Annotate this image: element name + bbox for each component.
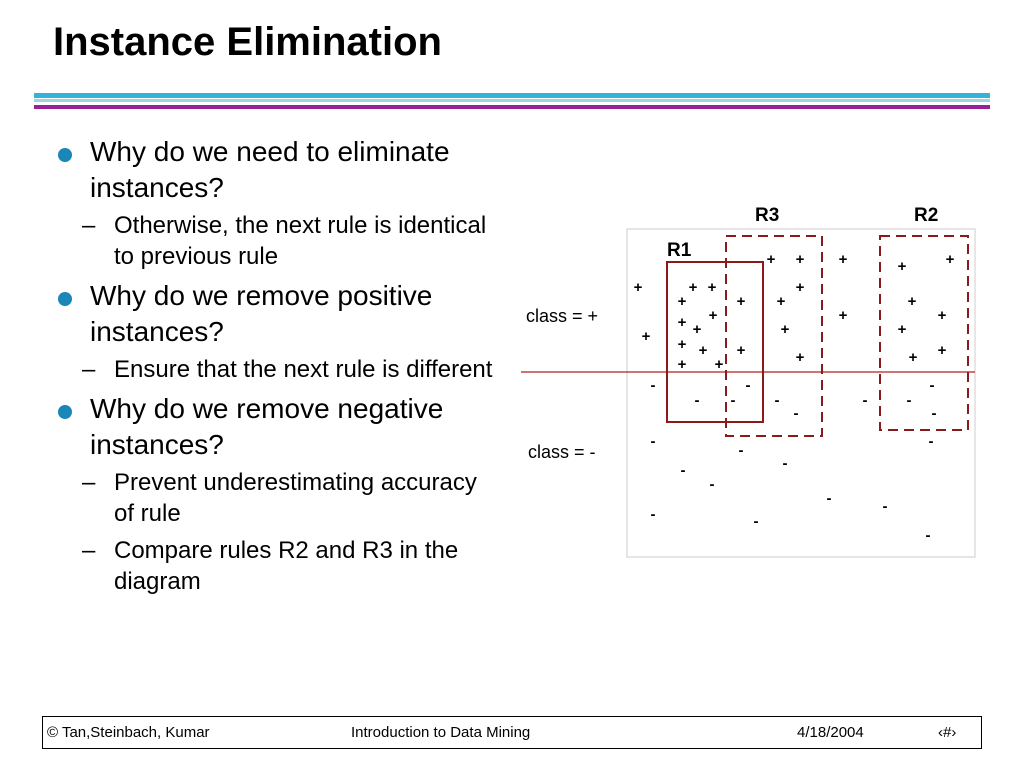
positive-instance: +: [777, 293, 786, 310]
negative-instance: -: [754, 513, 759, 530]
bullet-text: Why do we need to eliminate instances?: [90, 136, 450, 203]
diagram-frame: [626, 228, 976, 558]
bullet-item: Why do we remove negative instances?: [58, 391, 498, 463]
negative-instance: -: [739, 442, 744, 459]
negative-instance: -: [710, 476, 715, 493]
r3-label: R3: [755, 205, 779, 226]
positive-instance: +: [634, 279, 643, 296]
negative-instance: -: [651, 506, 656, 523]
sub-bullet-item: – Prevent underestimating accuracy of ru…: [26, 467, 498, 529]
r1-region: [666, 261, 764, 423]
title-rule-top: [34, 93, 990, 98]
negative-instance: -: [794, 405, 799, 422]
positive-instance: +: [796, 251, 805, 268]
dash-icon: –: [82, 469, 96, 496]
negative-instance: -: [926, 527, 931, 544]
positive-instance: +: [678, 336, 687, 353]
dash-icon: –: [82, 212, 96, 239]
instance-marks: +++++++++++++++++++++++++++++-----------…: [634, 251, 955, 544]
positive-instance: +: [708, 279, 717, 296]
r3-region: [725, 235, 823, 437]
positive-instance: +: [796, 349, 805, 366]
negative-instance: -: [827, 490, 832, 507]
positive-instance: +: [909, 349, 918, 366]
positive-instance: +: [898, 258, 907, 275]
slide-title: Instance Elimination: [53, 20, 442, 64]
positive-instance: +: [839, 251, 848, 268]
positive-instance: +: [737, 293, 746, 310]
class-negative-label: class = -: [528, 442, 596, 462]
sub-bullet-item: – Otherwise, the next rule is identical …: [26, 210, 498, 272]
bullet-list: Why do we need to eliminate instances? –…: [58, 134, 498, 603]
negative-instance: -: [932, 405, 937, 422]
dash-icon: –: [82, 537, 96, 564]
r1-label: R1: [667, 240, 692, 261]
sub-bullet-text: Prevent underestimating accuracy of rule: [114, 469, 477, 527]
r2-label: R2: [914, 205, 938, 226]
positive-instance: +: [678, 314, 687, 331]
negative-instance: -: [731, 392, 736, 409]
negative-instance: -: [695, 392, 700, 409]
positive-instance: +: [709, 307, 718, 324]
negative-instance: -: [651, 377, 656, 394]
bullet-dot-icon: [58, 148, 72, 162]
bullet-item: Why do we remove positive instances?: [58, 278, 498, 350]
positive-instance: +: [678, 293, 687, 310]
sub-bullet-text: Compare rules R2 and R3 in the diagram: [114, 537, 459, 595]
negative-instance: -: [783, 455, 788, 472]
footer: © Tan,Steinbach, Kumar Introduction to D…: [42, 716, 982, 749]
sub-bullet-item: – Ensure that the next rule is different: [26, 354, 498, 385]
footer-date: 4/18/2004: [797, 724, 864, 741]
positive-instance: +: [938, 342, 947, 359]
title-rule-bottom: [34, 105, 990, 109]
r2-region: [879, 235, 969, 431]
positive-instance: +: [737, 342, 746, 359]
positive-instance: +: [678, 356, 687, 373]
footer-page-number: ‹#›: [938, 724, 957, 741]
bullet-item: Why do we need to eliminate instances?: [58, 134, 498, 206]
positive-instance: +: [796, 279, 805, 296]
class-positive-label: class = +: [526, 306, 598, 326]
positive-instance: +: [767, 251, 776, 268]
footer-copyright: © Tan,Steinbach, Kumar: [47, 724, 210, 741]
positive-instance: +: [642, 328, 651, 345]
negative-instance: -: [775, 392, 780, 409]
footer-course-title: Introduction to Data Mining: [351, 724, 531, 741]
bullet-text: Why do we remove positive instances?: [90, 280, 433, 347]
negative-instance: -: [930, 377, 935, 394]
sub-bullet-text: Ensure that the next rule is different: [114, 356, 493, 383]
negative-instance: -: [883, 498, 888, 515]
negative-instance: -: [863, 392, 868, 409]
bullet-dot-icon: [58, 405, 72, 419]
positive-instance: +: [946, 251, 955, 268]
sub-bullet-item: – Compare rules R2 and R3 in the diagram: [26, 535, 498, 597]
bullet-text: Why do we remove negative instances?: [90, 393, 444, 460]
positive-instance: +: [839, 307, 848, 324]
sub-bullet-text: Otherwise, the next rule is identical to…: [114, 212, 487, 270]
positive-instance: +: [689, 279, 698, 296]
positive-instance: +: [908, 293, 917, 310]
positive-instance: +: [898, 321, 907, 338]
title-rule-middle: [34, 99, 990, 102]
positive-instance: +: [699, 342, 708, 359]
negative-instance: -: [907, 392, 912, 409]
negative-instance: -: [681, 462, 686, 479]
bullet-dot-icon: [58, 292, 72, 306]
positive-instance: +: [938, 307, 947, 324]
positive-instance: +: [715, 356, 724, 373]
negative-instance: -: [651, 433, 656, 450]
negative-instance: -: [746, 377, 751, 394]
negative-instance: -: [929, 433, 934, 450]
positive-instance: +: [693, 321, 702, 338]
dash-icon: –: [82, 356, 96, 383]
positive-instance: +: [781, 321, 790, 338]
